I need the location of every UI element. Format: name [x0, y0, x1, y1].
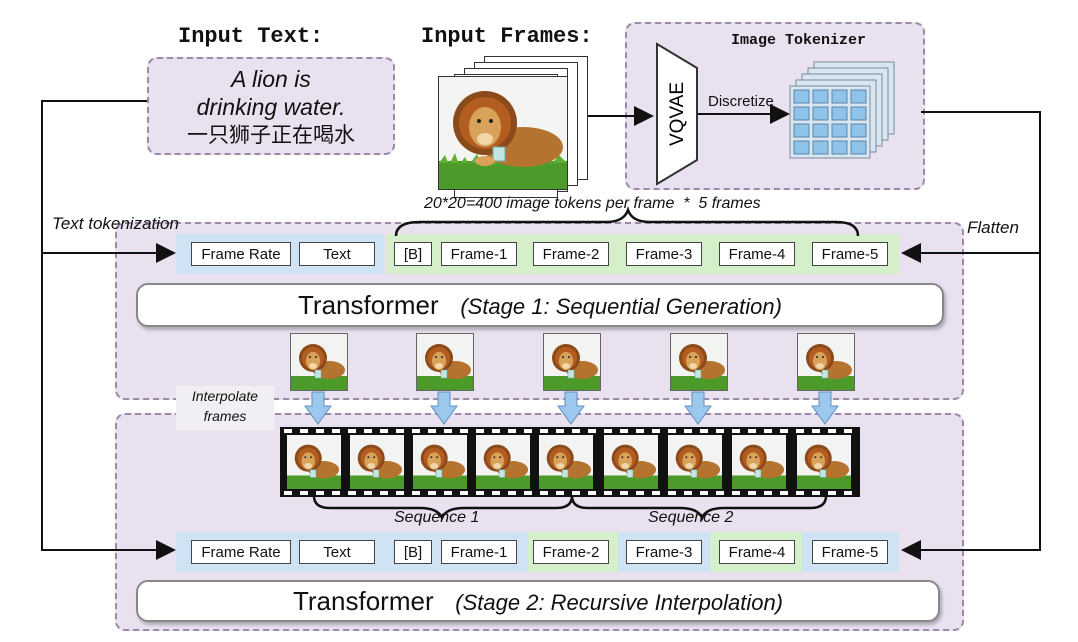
stage1-output-frame-4	[670, 333, 728, 391]
tokens-per-frame-caption: 20*20=400 image tokens per frame * 5 fra…	[424, 195, 761, 212]
input-frames-stack	[438, 56, 588, 198]
stage2-token-frame-2: Frame-2	[533, 540, 609, 564]
input-text-line2: drinking water.	[196, 94, 346, 120]
sequence-1-brace	[312, 495, 574, 522]
text-tokenization-label: Text tokenization	[52, 214, 179, 233]
stage1-token-frame-rate: Frame Rate	[191, 242, 291, 266]
stage2-transformer-label: Transformer	[292, 586, 434, 616]
flatten-connector	[901, 111, 1041, 560]
stage1-transformer-subtitle: (Stage 1: Sequential Generation)	[460, 294, 782, 319]
stage2-transformer-subtitle: (Stage 2: Recursive Interpolation)	[455, 590, 784, 615]
image-tokenizer-title: Image Tokenizer	[731, 32, 867, 49]
stage2-token-frame-1: Frame-1	[441, 540, 517, 564]
input-text-box: A lion is drinking water. 一只狮子正在喝水	[147, 57, 395, 155]
stage2-token-text: Text	[299, 540, 375, 564]
strip-frame-1	[287, 435, 341, 489]
interpolate-down-arrow	[684, 391, 712, 425]
stage1-token-frame-5: Frame-5	[812, 242, 888, 266]
sequence-2-label: Sequence 2	[648, 509, 734, 526]
interpolate-arrows	[304, 391, 839, 425]
stage2-token-frame-4: Frame-4	[719, 540, 795, 564]
stage1-output-frame-3	[543, 333, 601, 391]
strip-frame-3	[413, 435, 467, 489]
stage1-token-frame-4: Frame-4	[719, 242, 795, 266]
discretize-label: Discretize	[708, 93, 774, 110]
interpolate-down-arrow	[430, 391, 458, 425]
stage1-token-frame-1: Frame-1	[441, 242, 517, 266]
stage2-token-bos: [B]	[394, 540, 432, 564]
text-tokenization-connector	[41, 100, 176, 560]
interpolate-down-arrow	[811, 391, 839, 425]
stage1-token-frame-3: Frame-3	[626, 242, 702, 266]
stage1-token-text: Text	[299, 242, 375, 266]
strip-frame-9	[797, 435, 851, 489]
input-frame-image	[438, 76, 568, 190]
flatten-label: Flatten	[967, 218, 1019, 237]
stage1-transformer-label: Transformer	[298, 290, 439, 320]
strip-frame-5	[539, 435, 593, 489]
stage1-output-frame-1	[290, 333, 348, 391]
sequence-1-label: Sequence 1	[394, 509, 480, 526]
stage1-token-frame-2: Frame-2	[533, 242, 609, 266]
strip-frame-4	[476, 435, 530, 489]
strip-frame-6	[604, 435, 658, 489]
stage1-transformer: Transformer (Stage 1: Sequential Generat…	[136, 283, 944, 327]
interpolate-down-arrow	[557, 391, 585, 425]
stage1-token-bos: [B]	[394, 242, 432, 266]
stage1-output-frame-5	[797, 333, 855, 391]
token-grid-icon	[789, 61, 895, 159]
vqvae-label: VQVAE	[667, 82, 688, 146]
sequence-2-brace	[570, 495, 828, 522]
stage2-token-frame-5: Frame-5	[812, 540, 888, 564]
strip-frame-2	[350, 435, 404, 489]
strip-frame-8	[732, 435, 786, 489]
stage1-output-frame-2	[416, 333, 474, 391]
interpolate-frames-label: Interpolate frames	[176, 386, 274, 430]
vqvae-block: VQVAE	[656, 42, 698, 186]
stage2-transformer: Transformer (Stage 2: Recursive Interpol…	[136, 580, 940, 622]
input-frames-header: Input Frames:	[421, 24, 593, 49]
input-text-line3: 一只狮子正在喝水	[187, 123, 355, 147]
input-text-header: Input Text:	[178, 24, 324, 49]
stage2-token-frame-3: Frame-3	[626, 540, 702, 564]
strip-frame-7	[668, 435, 722, 489]
input-text-line1: A lion is	[231, 66, 311, 92]
interpolate-down-arrow	[304, 391, 332, 425]
stage2-token-frame-rate: Frame Rate	[191, 540, 291, 564]
tokens-brace	[394, 206, 860, 237]
